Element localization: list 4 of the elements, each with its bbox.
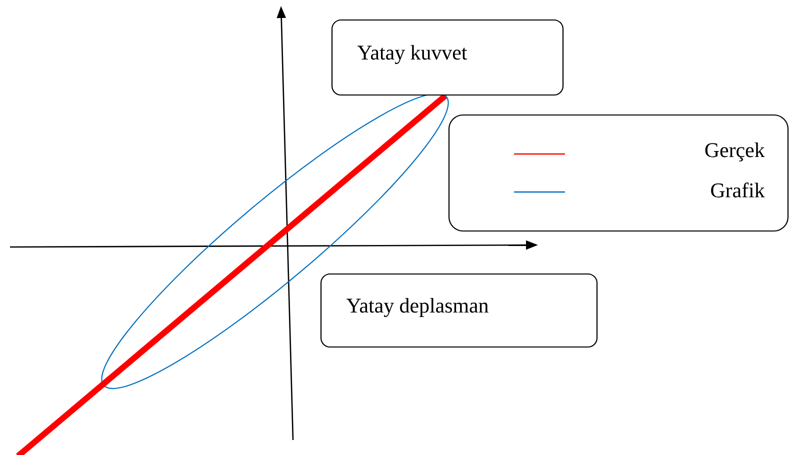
legend-text: Grafik xyxy=(711,182,765,198)
label-box: Yatay deplasman xyxy=(320,273,598,348)
legend-text: Gerçek xyxy=(705,142,765,162)
label-box: Yatay kuvvet xyxy=(331,19,564,96)
